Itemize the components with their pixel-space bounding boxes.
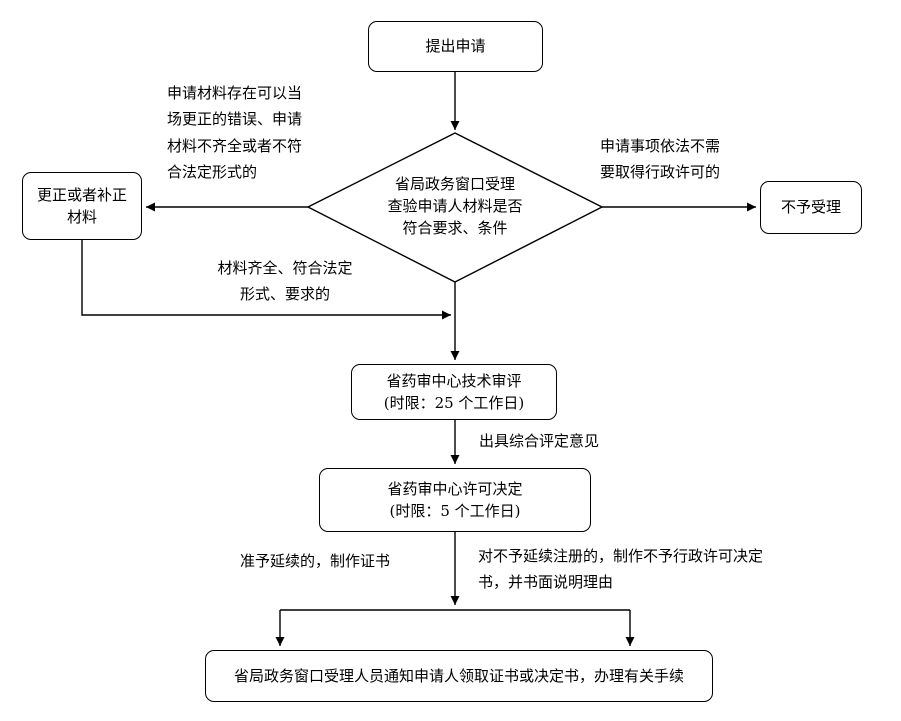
label-grant-certificate: 准予延续的，制作证书 xyxy=(240,552,391,570)
label-evaluation-opinion: 出具综合评定意见 xyxy=(479,432,600,450)
label-correctable-error: 申请材料存在可以当 场更正的错误、申请 材料不齐全或者不符 合法定形式的 xyxy=(167,84,303,181)
node-license-decision: 省药审中心许可决定 (时限：5 个工作日) xyxy=(319,468,591,532)
node-correct-materials: 更正或者补正 材料 xyxy=(22,172,142,240)
label-no-license-required: 申请事项依法不需 要取得行政许可的 xyxy=(600,137,721,182)
arrow-correct-to-mainline xyxy=(81,240,451,320)
label-deny-renewal: 对不予延续注册的，制作不予行政许可决定 书，并书面说明理由 xyxy=(478,547,764,592)
node-start: 提出申请 xyxy=(368,21,543,72)
label-materials-complete: 材料齐全、符合法定 形式、要求的 xyxy=(217,259,353,304)
node-notify: 省局政务窗口受理人员通知申请人领取证书或决定书，办理有关手续 xyxy=(205,650,713,702)
node-tech-review: 省药审中心技术审评 (时限：25 个工作日) xyxy=(351,364,557,420)
node-not-accepted: 不予受理 xyxy=(760,181,862,234)
node-decision-label: 省局政务窗口受理 查验申请人材料是否 符合要求、条件 xyxy=(387,175,523,237)
